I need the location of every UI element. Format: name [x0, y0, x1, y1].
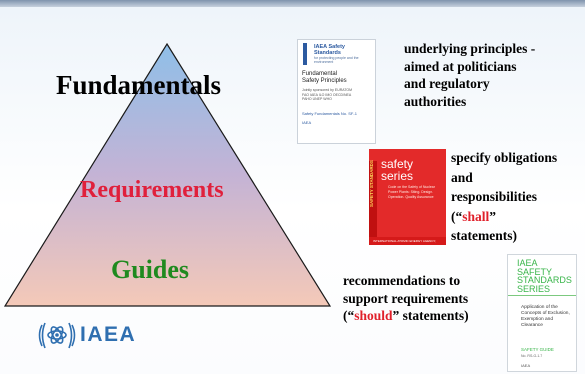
- quote-close: ” statements): [392, 308, 469, 323]
- cover-vertical-text: SAFETY STANDARDS: [369, 160, 374, 207]
- description-line: aimed at politicians: [404, 58, 517, 74]
- description-line: support requirements: [343, 290, 469, 306]
- safety-series-cover: SAFETY STANDARDS safety series Code on t…: [369, 149, 446, 245]
- description-line: (“shall”: [451, 207, 581, 227]
- cover-series-subtitle: for protecting people and the environmen…: [314, 56, 359, 64]
- tier-guides-label: Guides: [111, 255, 190, 284]
- safety-fundamentals-cover: IAEA Safety Standards for protecting peo…: [297, 39, 376, 144]
- tier-fundamentals-label: Fundamentals: [56, 70, 222, 100]
- cover-brand-line: SAFETY: [517, 266, 553, 277]
- cover-accent-bar: [303, 43, 307, 65]
- cover-logo: IAEA: [302, 119, 312, 125]
- description-line: and: [451, 169, 473, 185]
- tier-requirements-label: Requirements: [80, 177, 224, 203]
- cover-title-line: Fundamental: [302, 71, 338, 77]
- cover-brand-line: STANDARDS: [517, 275, 572, 285]
- description-line: authorities: [404, 93, 467, 109]
- cover-publishers: Jointly sponsored by EURATOM FAO IAEA IL…: [302, 88, 353, 101]
- description-line: underlying principles -: [404, 41, 536, 56]
- quote-open: (“: [343, 308, 355, 323]
- description-line: responsibilities: [451, 189, 538, 204]
- cover-series-title: IAEA Safety Standards: [314, 44, 345, 56]
- cover-logo: IAEA: [521, 363, 531, 368]
- cover-title-line: Safety Principles: [302, 78, 347, 84]
- cover-brand: safety series: [381, 157, 414, 183]
- iaea-logo-icon: [38, 322, 76, 349]
- cover-contents: Code on the Safety of Nuclear Power Plan…: [388, 185, 435, 199]
- shall-keyword: shall: [462, 208, 490, 224]
- cover-number: Safety Fundamentals No. SF-1: [302, 110, 357, 116]
- description-line: (“should” statements): [343, 307, 508, 325]
- quote-close: ”: [489, 208, 497, 224]
- should-keyword: should: [354, 308, 393, 323]
- cover-title: Application of the Concepts of Exclusion…: [521, 305, 570, 328]
- iaea-logo-text: IAEA: [80, 323, 137, 346]
- cover-number: No. RS-G-1.7: [521, 354, 543, 358]
- cover-brand: IAEA SAFETY STANDARDS SERIES: [517, 259, 572, 293]
- fundamentals-description: underlying principles - aimed at politic…: [404, 40, 579, 110]
- requirements-description: specify obligations and responsibilities…: [451, 148, 581, 246]
- cover-side-band: [369, 161, 377, 237]
- description-line: recommendations to: [343, 273, 461, 288]
- safety-guide-cover: IAEA SAFETY STANDARDS SERIES Application…: [507, 254, 577, 372]
- cover-brand-line: IAEA: [517, 258, 538, 268]
- pyramid-triangle: [3, 42, 332, 307]
- cover-divider: [508, 295, 576, 296]
- pyramid-diagram: [3, 42, 332, 307]
- top-title-bar: [0, 0, 585, 7]
- cover-title: Fundamental Safety Principles: [298, 64, 375, 85]
- cover-brand-line: SERIES: [517, 283, 551, 294]
- description-line: and regulatory: [404, 76, 490, 91]
- cover-kind: SAFETY GUIDE: [521, 347, 554, 352]
- description-line: statements): [451, 228, 517, 243]
- guides-description: recommendations to support requirements …: [343, 272, 508, 325]
- cover-footer: INTERNATIONAL ATOMIC ENERGY AGENCY, VIEN…: [369, 237, 446, 245]
- description-line: specify obligations: [451, 150, 558, 165]
- quote-open: (“: [451, 208, 463, 224]
